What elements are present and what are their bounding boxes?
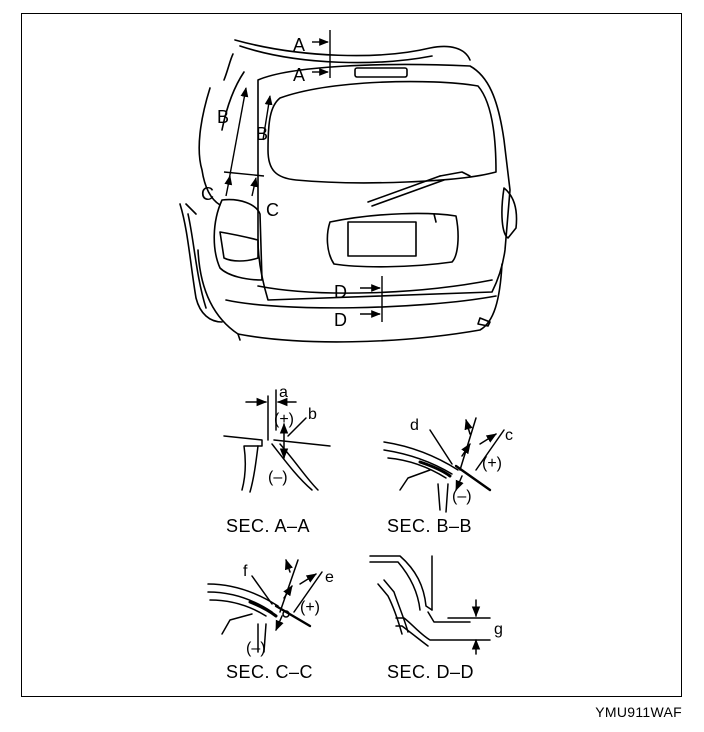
- sec-b-plus: (+): [482, 455, 502, 472]
- callout-a-upper: A: [293, 35, 305, 55]
- sec-c-caption: SEC. C–C: [226, 662, 313, 682]
- sec-c-minus: (–): [246, 640, 266, 657]
- callout-c-left: C: [201, 184, 214, 204]
- section-a-detail: [223, 389, 331, 493]
- sec-d-dim-g: g: [494, 621, 503, 638]
- sec-a-plus: (+): [274, 411, 294, 428]
- callout-a-lower: A: [293, 65, 305, 85]
- callout-d-lower: D: [334, 310, 347, 330]
- callout-b-right: B: [256, 124, 268, 144]
- diagram-frame: [21, 13, 682, 697]
- sec-c-dim-e: e: [325, 569, 334, 586]
- callout-b-left: B: [217, 107, 229, 127]
- sec-d-caption: SEC. D–D: [387, 662, 474, 682]
- figure-code: YMU911WAF: [595, 704, 682, 720]
- sec-a-caption: SEC. A–A: [226, 516, 310, 536]
- sec-b-minus: (–): [452, 488, 472, 505]
- section-c-detail: [207, 559, 323, 653]
- sec-a-dim-b: b: [308, 406, 317, 423]
- sec-b-dim-c: c: [505, 427, 513, 444]
- callout-c-right: C: [266, 200, 279, 220]
- sec-b-dim-d: d: [410, 417, 419, 434]
- sec-c-dim-f: f: [243, 563, 248, 580]
- section-b-detail: [383, 417, 505, 513]
- section-d-detail: [369, 555, 491, 655]
- callout-d-upper: D: [334, 282, 347, 302]
- sec-c-plus: (+): [300, 599, 320, 616]
- sec-a-minus: (–): [268, 469, 288, 486]
- section-markers: [223, 30, 383, 322]
- sec-b-caption: SEC. B–B: [387, 516, 472, 536]
- sec-a-dim-a: a: [279, 384, 288, 401]
- vehicle-rear-illustration: [179, 39, 518, 343]
